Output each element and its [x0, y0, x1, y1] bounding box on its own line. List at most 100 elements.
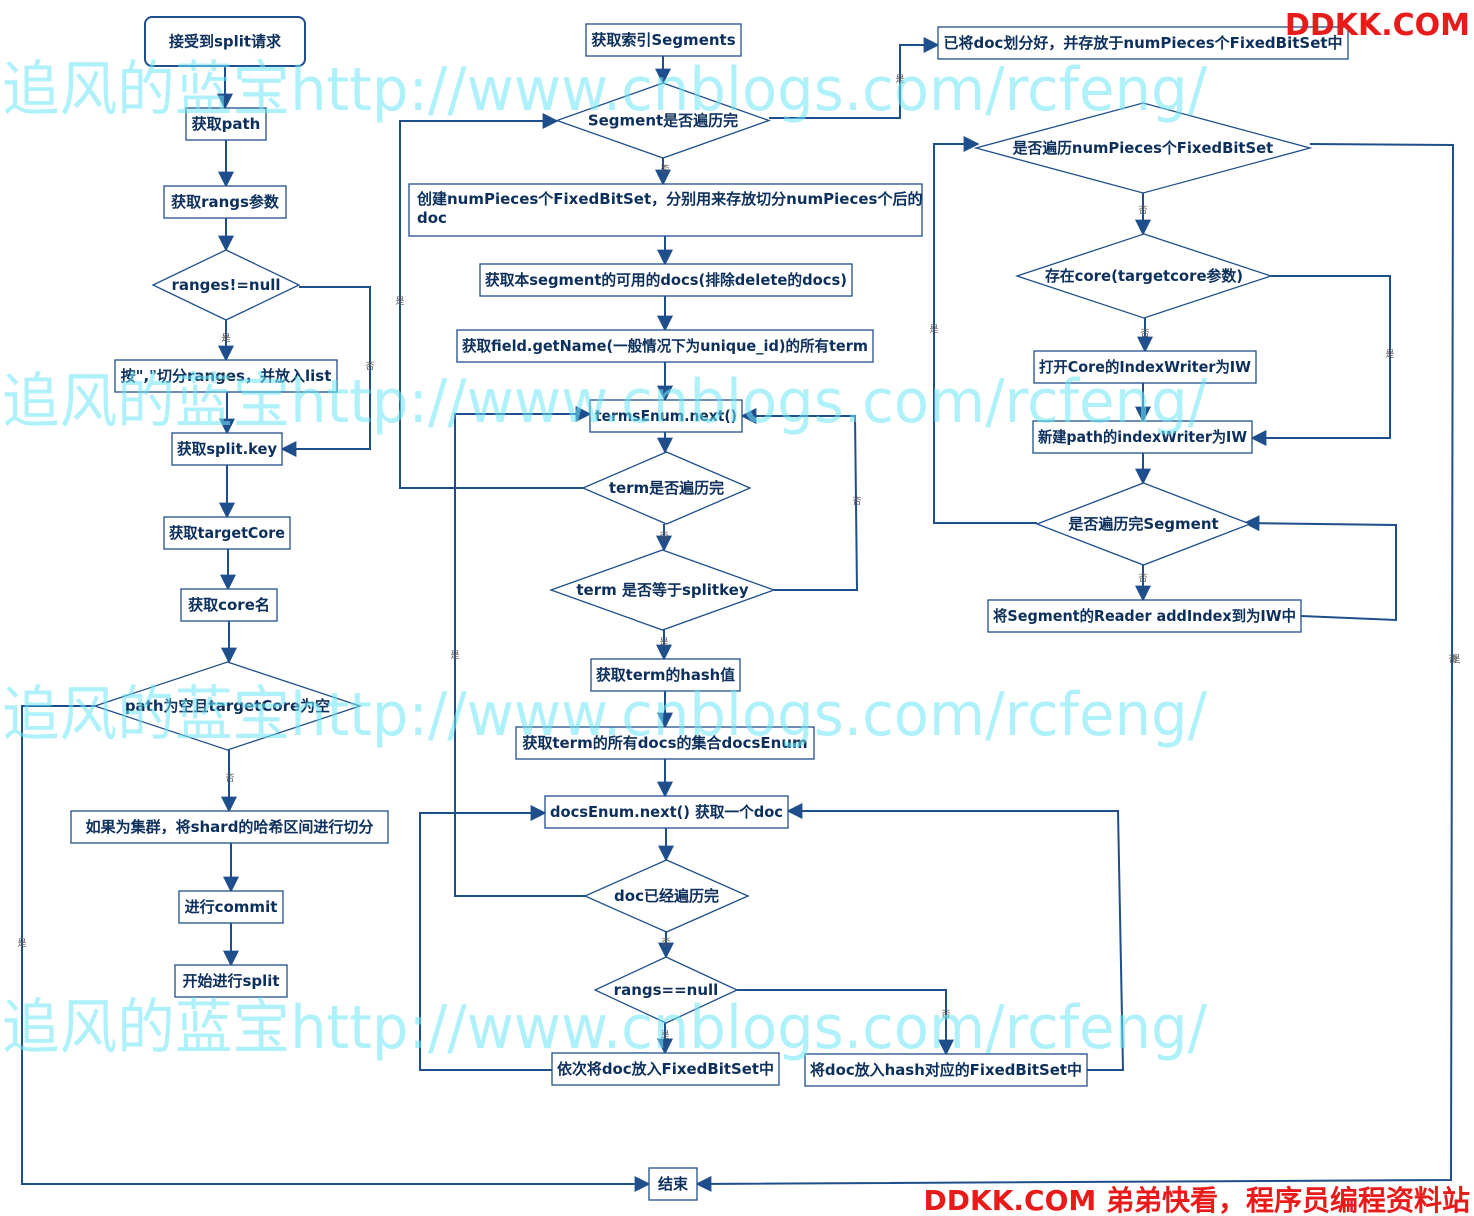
node-label: 接受到split请求: [169, 33, 282, 51]
connector-arrow: [454, 406, 592, 897]
node-label: 获取term的hash值: [596, 666, 735, 684]
edge-label: 否: [1138, 573, 1147, 584]
node-label: 按","切分ranges，并放入list: [121, 367, 332, 385]
connector-arrow: [399, 113, 583, 489]
node-label: 新建path的indexWriter为IW: [1038, 428, 1247, 446]
edge-label: 是: [17, 938, 26, 949]
shapes: [70, 16, 1349, 1201]
node-get-split-key: [171, 432, 283, 466]
node-label: 获取rangs参数: [171, 193, 280, 211]
watermark-layer: 追风的蓝宝http://www.cnblogs.com/rcfeng/ 追风的蓝…: [2, 55, 1208, 1063]
node-start: [144, 16, 306, 67]
edges: [21, 37, 1455, 1192]
node-get-live-docs: [479, 263, 853, 297]
edge-label: 是: [221, 333, 230, 344]
node-docs-next: [544, 795, 789, 829]
edge-label: 是: [895, 74, 904, 85]
edge-label: 否: [1448, 654, 1457, 665]
brand-footer: DDKK.COM 弟弟快看，程序员编程资料站: [924, 1184, 1470, 1216]
node-label: 将Segment的Reader addIndex到为IW中: [993, 607, 1296, 625]
node-label: doc: [417, 209, 447, 227]
node-start-split: [174, 964, 288, 998]
node-label: 已将doc划分好，并存放于numPieces个FixedBitSet中: [943, 34, 1342, 52]
watermark-text: 追风的蓝宝http://www.cnblogs.com/rcfeng/: [2, 367, 1208, 437]
node-label: docsEnum.next() 获取一个doc: [550, 803, 783, 821]
node-label: 存在core(targetcore参数): [1045, 267, 1243, 285]
connector-arrow: [21, 705, 651, 1192]
node-label: term是否遍历完: [609, 479, 724, 497]
node-label: 获取split.key: [177, 440, 277, 458]
node-get-terms: [456, 329, 874, 363]
node-label: ranges!=null: [171, 276, 280, 294]
node-pieces-done: [973, 102, 1313, 194]
node-put-by-hash: [804, 1053, 1088, 1087]
watermark-text: 追风的蓝宝http://www.cnblogs.com/rcfeng/: [2, 680, 1208, 750]
edge-label: 否: [365, 361, 374, 372]
edge-label: 是: [659, 637, 668, 648]
node-add-index: [987, 599, 1302, 633]
edge-label: 否: [659, 531, 668, 542]
edge-label: 是: [929, 324, 938, 335]
watermark-text: 追风的蓝宝http://www.cnblogs.com/rcfeng/: [2, 993, 1208, 1063]
edge-label: 否: [1140, 328, 1149, 339]
edge-label: 是: [221, 333, 230, 344]
node-term-done: [581, 451, 752, 525]
connector-arrow: [786, 803, 1125, 1071]
node-get-core-name: [180, 588, 278, 622]
node-get-docs-enum: [515, 726, 815, 760]
edge-label: 是: [395, 296, 404, 307]
edge-label: 否: [852, 496, 861, 507]
node-get-rangs: [163, 185, 287, 219]
node-label: Segment是否遍历完: [588, 112, 738, 130]
node-label: 获取core名: [188, 596, 270, 614]
node-split-ranges: [114, 359, 338, 393]
node-get-path: [185, 107, 267, 141]
node-open-core-writer: [1033, 350, 1257, 384]
node-cluster-shard: [70, 810, 389, 844]
node-doc-done: [583, 859, 750, 933]
node-ranges-not-null: [151, 249, 301, 321]
edge-label: 是: [660, 1030, 669, 1041]
node-label: 获取本segment的可用的docs(排除delete的docs): [485, 271, 847, 289]
node-label: 获取targetCore: [169, 524, 285, 542]
node-new-path-writer: [1032, 420, 1253, 454]
node-label: 是否遍历numPieces个FixedBitSet: [1012, 139, 1274, 157]
node-label: 获取field.getName(一般情况下为unique_id)的所有term: [462, 337, 868, 355]
node-label: 获取term的所有docs的集合docsEnum: [522, 734, 807, 752]
node-label: rangs==null: [614, 981, 719, 999]
edge-label: 否: [661, 937, 670, 948]
node-create-bitsets: [408, 183, 923, 237]
node-segment-done-2: [1035, 482, 1252, 566]
edge-label: 是: [1385, 349, 1394, 360]
node-label: 打开Core的IndexWriter为IW: [1039, 358, 1251, 376]
node-core-exists: [1014, 233, 1274, 319]
watermark-text: 追风的蓝宝http://www.cnblogs.com/rcfeng/: [2, 55, 1208, 125]
connector-arrow: [1250, 275, 1391, 446]
node-label: 将doc放入hash对应的FixedBitSet中: [810, 1061, 1082, 1079]
connector-arrow: [740, 408, 859, 591]
node-term-eq-key: [549, 549, 776, 631]
node-get-segments: [585, 23, 742, 57]
connector-arrow: [769, 37, 940, 119]
connector-arrow: [695, 143, 1455, 1192]
node-put-in-order: [551, 1052, 780, 1086]
node-label: 获取索引Segments: [591, 31, 735, 49]
node-label: term 是否等于splitkey: [576, 581, 748, 599]
connector-arrow: [1243, 515, 1397, 622]
node-label: 获取path: [192, 115, 261, 133]
node-label: 是否遍历完Segment: [1067, 515, 1218, 533]
node-label: 结束: [658, 1175, 689, 1193]
connector-arrow: [737, 989, 954, 1056]
edge-label: 否: [941, 1009, 950, 1020]
node-terms-next: [589, 399, 743, 433]
node-label: 如果为集群，将shard的哈希区间进行切分: [86, 818, 374, 836]
node-label: termsEnum.next(): [595, 407, 737, 425]
node-label: doc已经遍历完: [614, 887, 719, 905]
node-get-target-core: [163, 516, 291, 550]
node-docs-divided: [937, 26, 1349, 60]
edge-label: 是: [450, 650, 459, 661]
node-commit: [178, 890, 284, 924]
